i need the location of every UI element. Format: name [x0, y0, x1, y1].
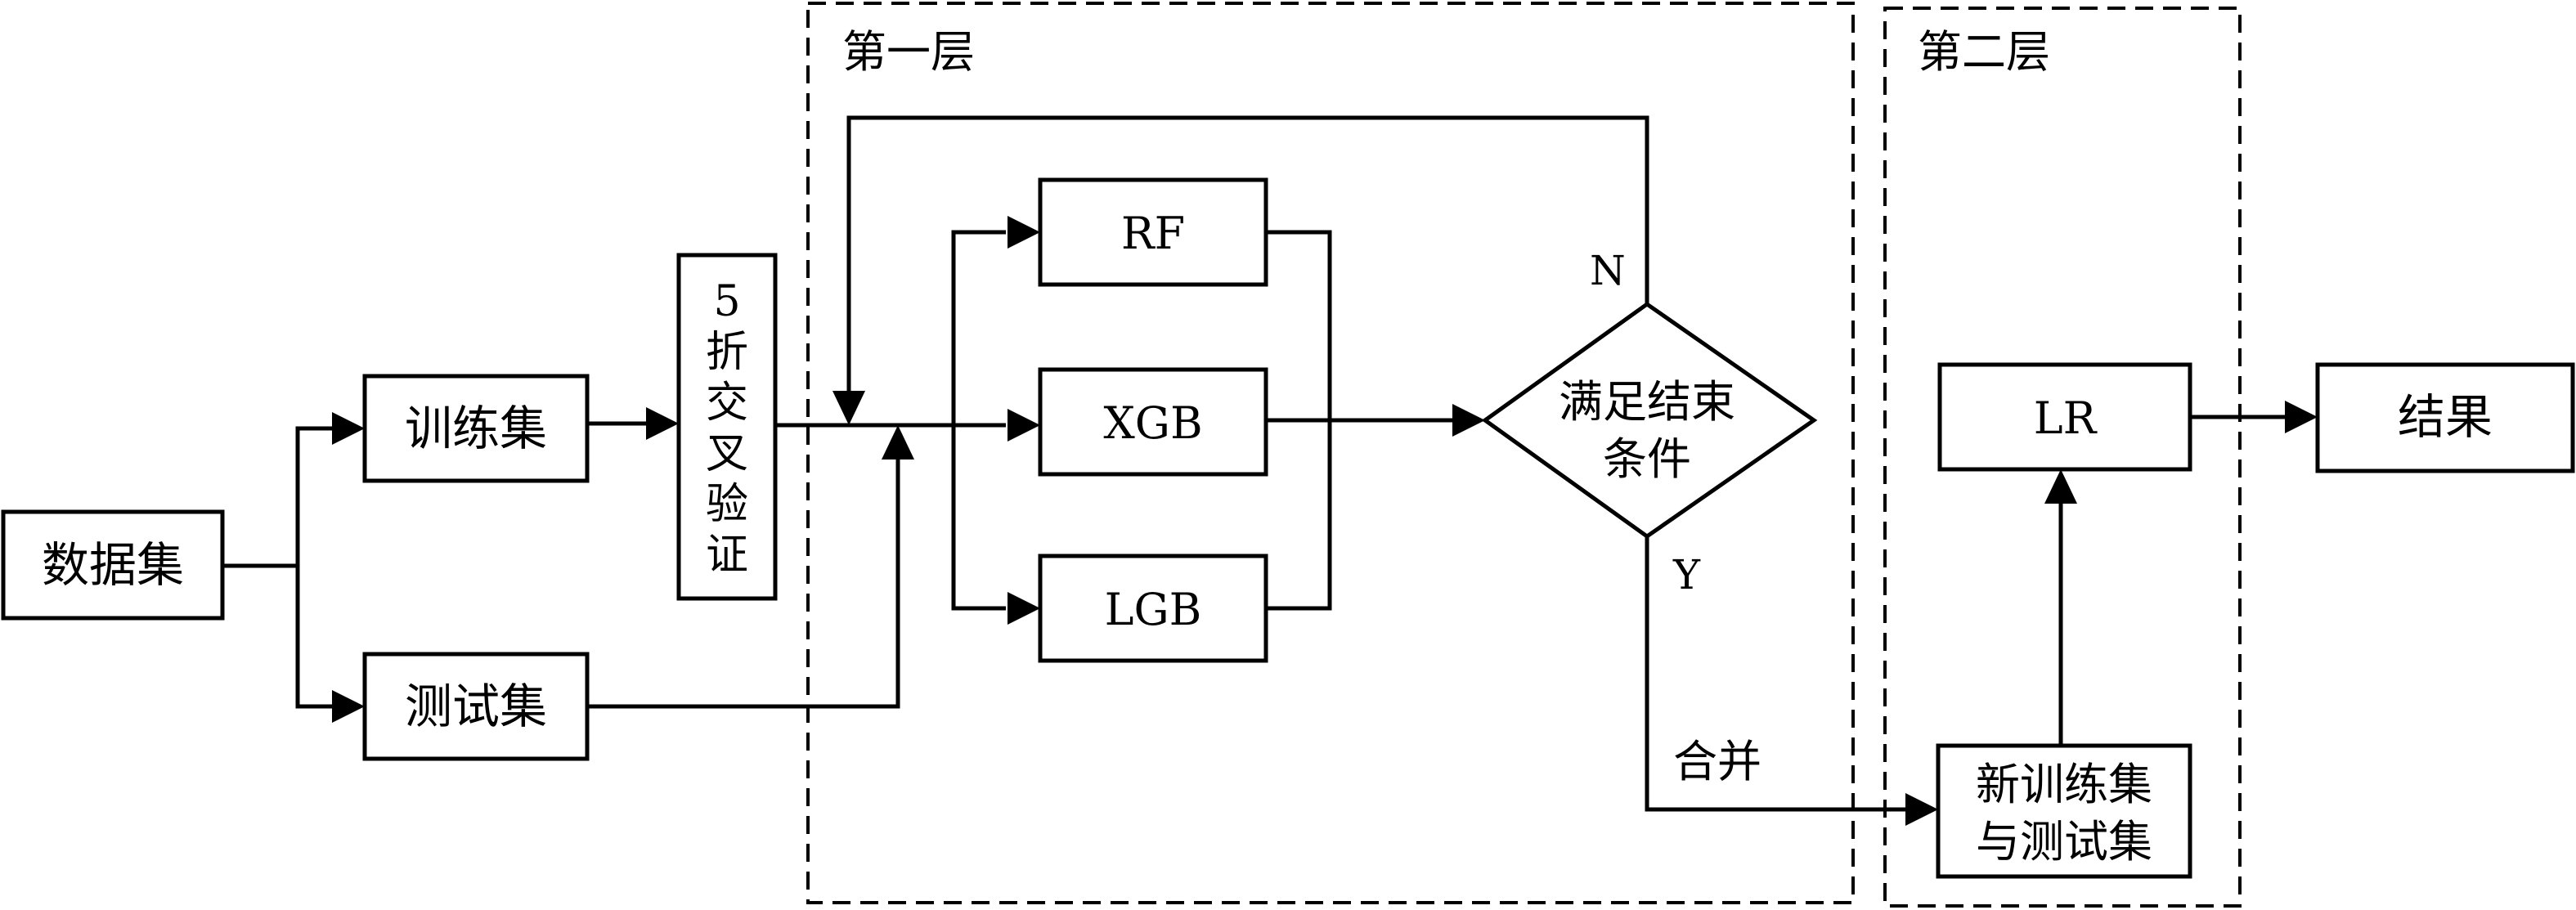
edge-models-condition	[1266, 230, 1452, 611]
node-new-set-line-1: 新训练集	[1976, 759, 2152, 810]
arrowhead-xgb	[1008, 409, 1040, 442]
edge-dataset-split	[222, 426, 334, 709]
arrowhead-test	[332, 690, 365, 723]
connectors	[222, 115, 2318, 826]
node-cv-char-1: 5	[713, 277, 740, 326]
node-cv-char-6: 证	[706, 531, 748, 580]
edge-no-loop	[846, 115, 1649, 394]
layer-two-label: 第二层	[1918, 26, 2050, 78]
edge-label-no: N	[1590, 247, 1626, 294]
node-cv-char-3: 交	[706, 379, 748, 428]
node-lgb-label: LGB	[1105, 584, 1202, 635]
node-test-label: 测试集	[405, 679, 547, 734]
node-rf: RF	[1038, 177, 1268, 287]
arrowhead-train	[332, 412, 365, 445]
layer-one-label: 第一层	[842, 26, 975, 78]
layer-one-region: 第一层	[806, 2, 1855, 904]
node-xgb-label: XGB	[1103, 397, 1202, 449]
node-lr-label: LR	[2034, 392, 2098, 444]
arrowhead-cv	[646, 407, 679, 440]
edge-label-merge: 合并	[1673, 736, 1761, 787]
node-condition-line-1: 满足结束	[1559, 376, 1735, 428]
arrowhead-lgb	[1008, 592, 1040, 625]
node-train-label: 训练集	[405, 401, 547, 456]
node-cv-char-5: 验	[706, 480, 748, 529]
node-new-set-line-2: 与测试集	[1976, 816, 2152, 867]
node-condition: 满足结束 条件	[1481, 301, 1818, 540]
node-cv-char-2: 折	[706, 328, 748, 377]
edge-label-yes: Y	[1672, 551, 1701, 598]
node-xgb: XGB	[1038, 367, 1268, 477]
node-result-label: 结果	[2398, 389, 2493, 445]
node-result: 结果	[2315, 362, 2575, 473]
arrowhead-result	[2285, 401, 2318, 433]
arrowhead-lr	[2044, 469, 2077, 504]
arrowhead-condition	[1452, 404, 1485, 437]
node-rf-label: RF	[1121, 208, 1185, 259]
node-lr: LR	[1937, 362, 2192, 472]
arrowhead-test-join	[882, 425, 914, 459]
node-lgb: LGB	[1038, 554, 1268, 663]
arrowhead-no-loop	[832, 391, 865, 425]
node-dataset-label: 数据集	[42, 537, 184, 593]
node-cv-char-4: 叉	[706, 429, 748, 478]
edge-cv-models	[775, 230, 1006, 611]
arrowhead-new-set	[1905, 793, 1938, 826]
layer-two-region: 第二层	[1883, 7, 2242, 908]
node-cv: 5 折 交 叉 验 证	[676, 253, 778, 601]
node-dataset: 数据集	[1, 509, 225, 621]
node-new-set: 新训练集 与测试集	[1936, 743, 2192, 879]
edge-test-join	[587, 458, 900, 709]
node-train: 训练集	[362, 374, 590, 483]
node-condition-line-2: 条件	[1603, 433, 1691, 485]
edge-yes-merge	[1645, 536, 1905, 812]
node-test: 测试集	[362, 652, 590, 761]
arrowhead-rf	[1008, 216, 1040, 249]
